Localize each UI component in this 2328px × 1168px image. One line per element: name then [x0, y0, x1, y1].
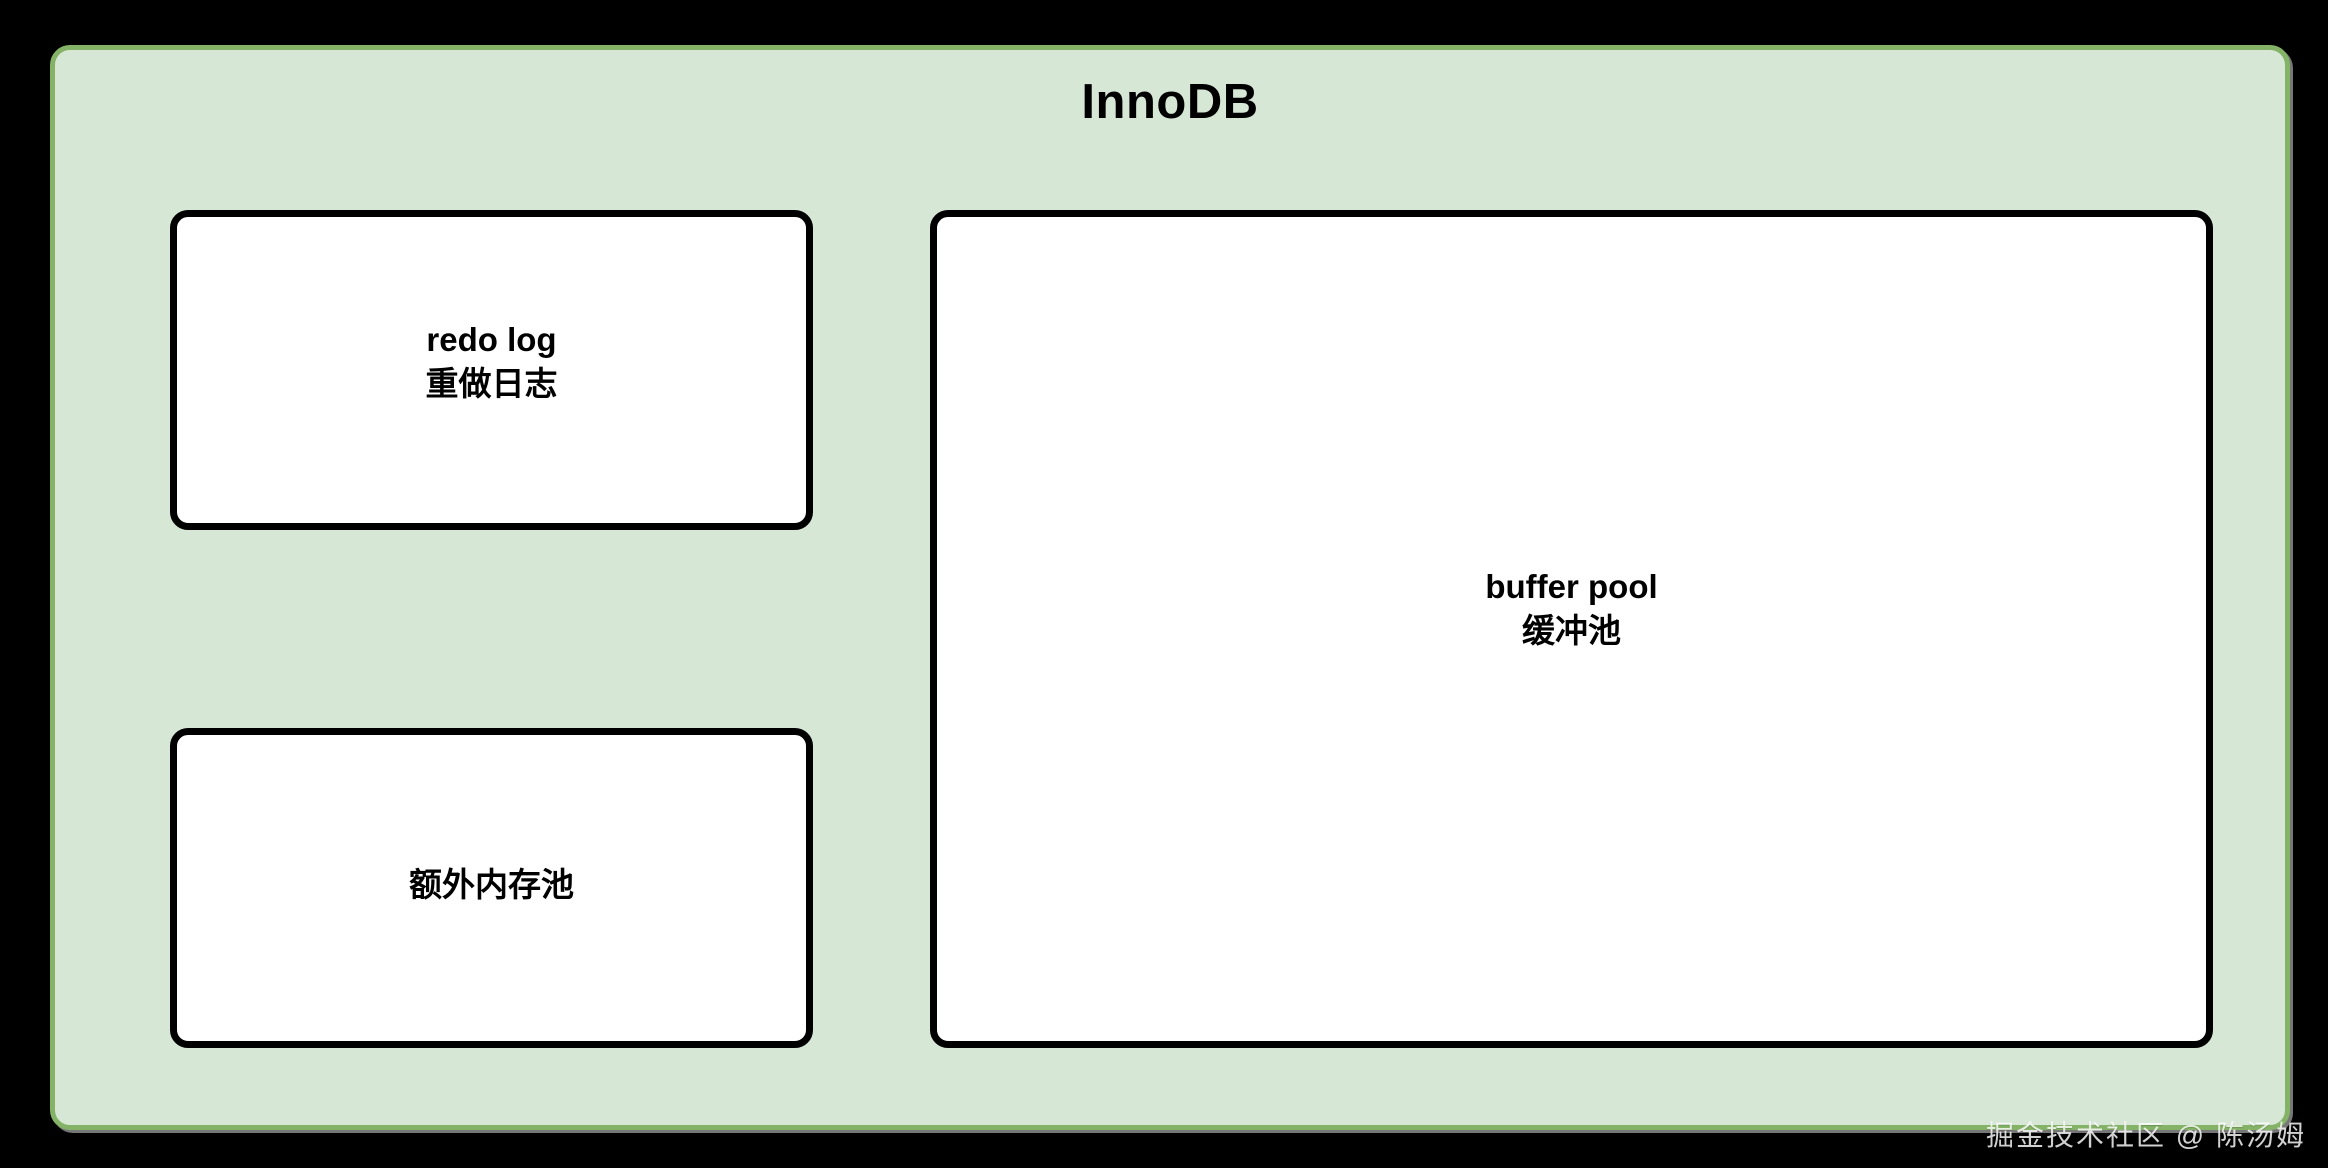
block-redo-log[interactable]: redo log 重做日志 [170, 210, 813, 530]
block-buffer-pool-label-line-1: buffer pool [1485, 568, 1658, 606]
block-redo-log-label: redo log 重做日志 [426, 318, 558, 406]
block-extra-memory-pool[interactable]: 额外内存池 [170, 728, 813, 1048]
block-buffer-pool[interactable]: buffer pool 缓冲池 [930, 210, 2213, 1048]
innodb-title: InnoDB [1081, 75, 1259, 129]
block-redo-log-label-line-1: redo log [426, 321, 557, 359]
block-redo-log-label-line-2: 重做日志 [425, 365, 558, 402]
block-buffer-pool-label: buffer pool 缓冲池 [1485, 565, 1657, 653]
watermark: 掘金技术社区 @ 陈汤姆 [1986, 1120, 2306, 1151]
block-extra-memory-pool-label: 额外内存池 [409, 863, 574, 907]
innodb-container: InnoDB redo log 重做日志 额外内存池 buffer pool 缓… [50, 45, 2290, 1130]
block-extra-memory-pool-label-line-1: 额外内存池 [409, 866, 574, 904]
block-buffer-pool-label-line-2: 缓冲池 [1522, 612, 1621, 649]
